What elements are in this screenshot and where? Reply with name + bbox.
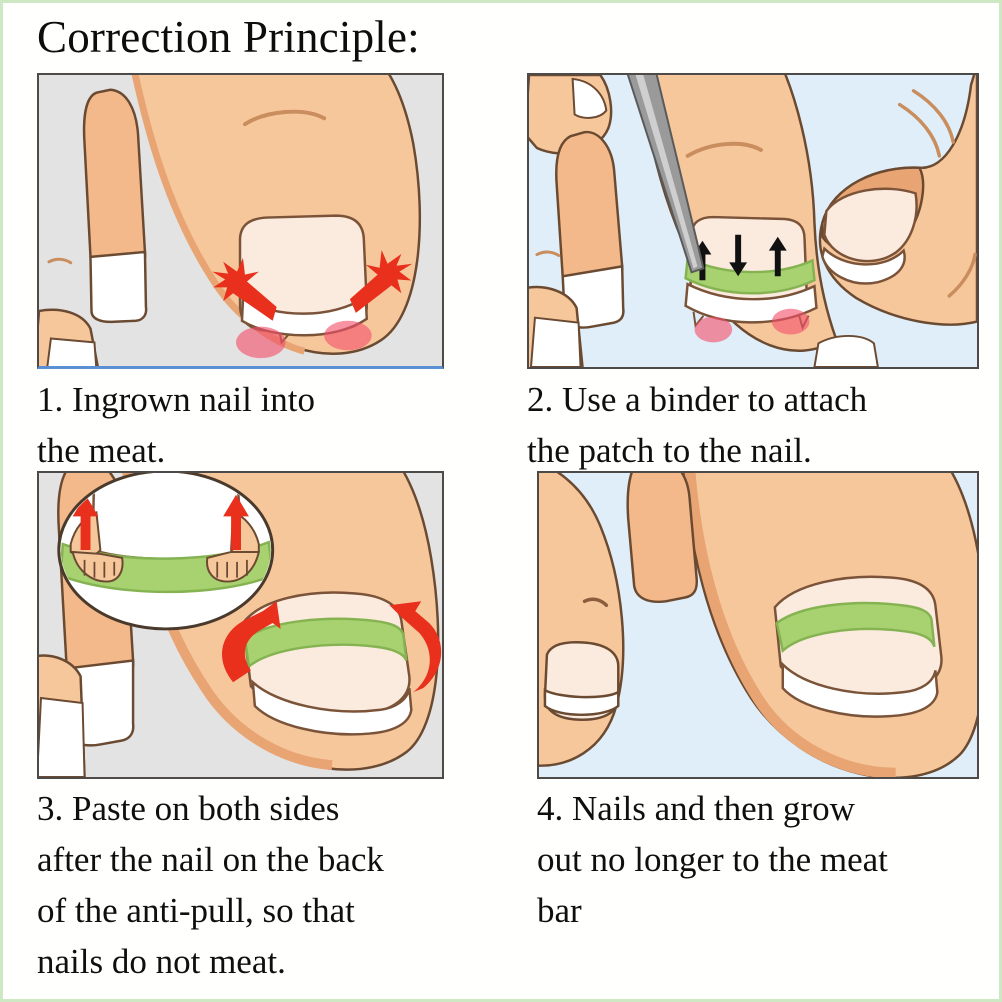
ingrown-nail-illustration	[39, 75, 442, 366]
panel-3-caption: 3. Paste on both sides after the nail on…	[37, 789, 384, 981]
corrected-nail-illustration	[539, 473, 977, 777]
tweezers-tool	[626, 75, 705, 274]
red-arrow-up-inset-left	[72, 494, 99, 550]
red-jagged-arrow-left	[212, 257, 277, 321]
page-title: Correction Principle:	[37, 12, 420, 62]
green-patch-strip	[775, 601, 936, 654]
panel-2-caption: 2. Use a binder to attach the patch to t…	[527, 380, 868, 470]
inflammation-left	[694, 316, 733, 343]
panel-1-caption: 1. Ingrown nail into the meat.	[37, 380, 316, 470]
figure-attach-patch	[527, 73, 979, 369]
panel-4-caption: 4. Nails and then grow out no longer to …	[537, 789, 888, 930]
figure-ingrown-nail	[37, 73, 444, 369]
figure-corrected-nail	[537, 471, 979, 779]
inflammation-right	[324, 320, 372, 351]
attach-patch-illustration	[529, 75, 977, 367]
black-arrow-up-right	[768, 236, 787, 277]
red-jagged-arrow-right	[349, 249, 413, 313]
red-curved-arrow-left	[221, 601, 281, 683]
inflammation-right	[771, 308, 810, 335]
inflammation-left	[236, 326, 286, 359]
figure-paste-both-sides	[37, 471, 444, 779]
zoom-inset-circle	[57, 473, 275, 631]
paste-both-sides-illustration	[39, 473, 442, 777]
red-curved-arrow-right	[389, 601, 442, 693]
green-patch-strip	[243, 617, 408, 669]
green-patch-strip	[684, 256, 816, 295]
red-arrow-up-inset-right	[223, 494, 249, 550]
black-arrow-down-center	[729, 234, 748, 277]
